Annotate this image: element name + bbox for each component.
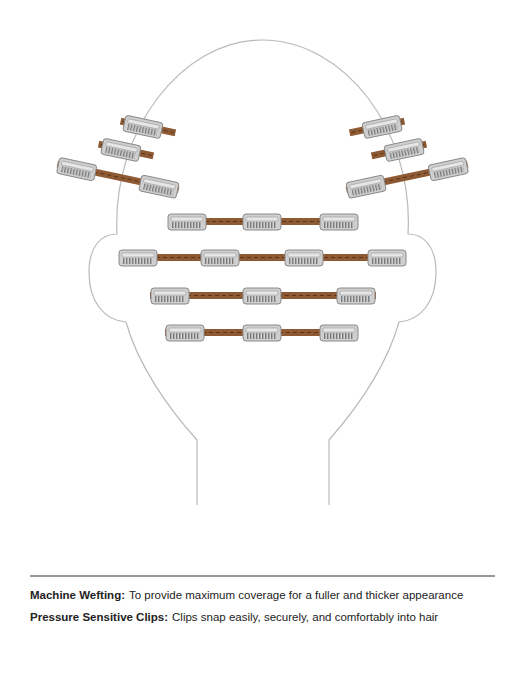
hair-weft [119,250,406,266]
hair-weft [348,114,406,141]
head-outline [89,40,436,505]
hair-weft [168,214,358,230]
feature-text: Clips snap easily, securely, and comfort… [172,611,438,623]
hair-weft [119,114,177,141]
feature-heading: Pressure Sensitive Clips: [30,611,168,623]
hair-weft [370,137,428,164]
hair-weft [150,288,376,304]
hair-weft [97,137,155,164]
divider-rule [30,576,495,577]
hair-weft [55,157,180,198]
feature-text: To provide maximum coverage for a fuller… [129,589,463,601]
note-line: Machine Wefting: To provide maximum cover… [30,588,498,603]
hair-weft [165,325,358,341]
feature-heading: Machine Wefting: [30,589,125,601]
note-line: Pressure Sensitive Clips: Clips snap easi… [30,610,498,625]
hair-weft [345,157,470,198]
